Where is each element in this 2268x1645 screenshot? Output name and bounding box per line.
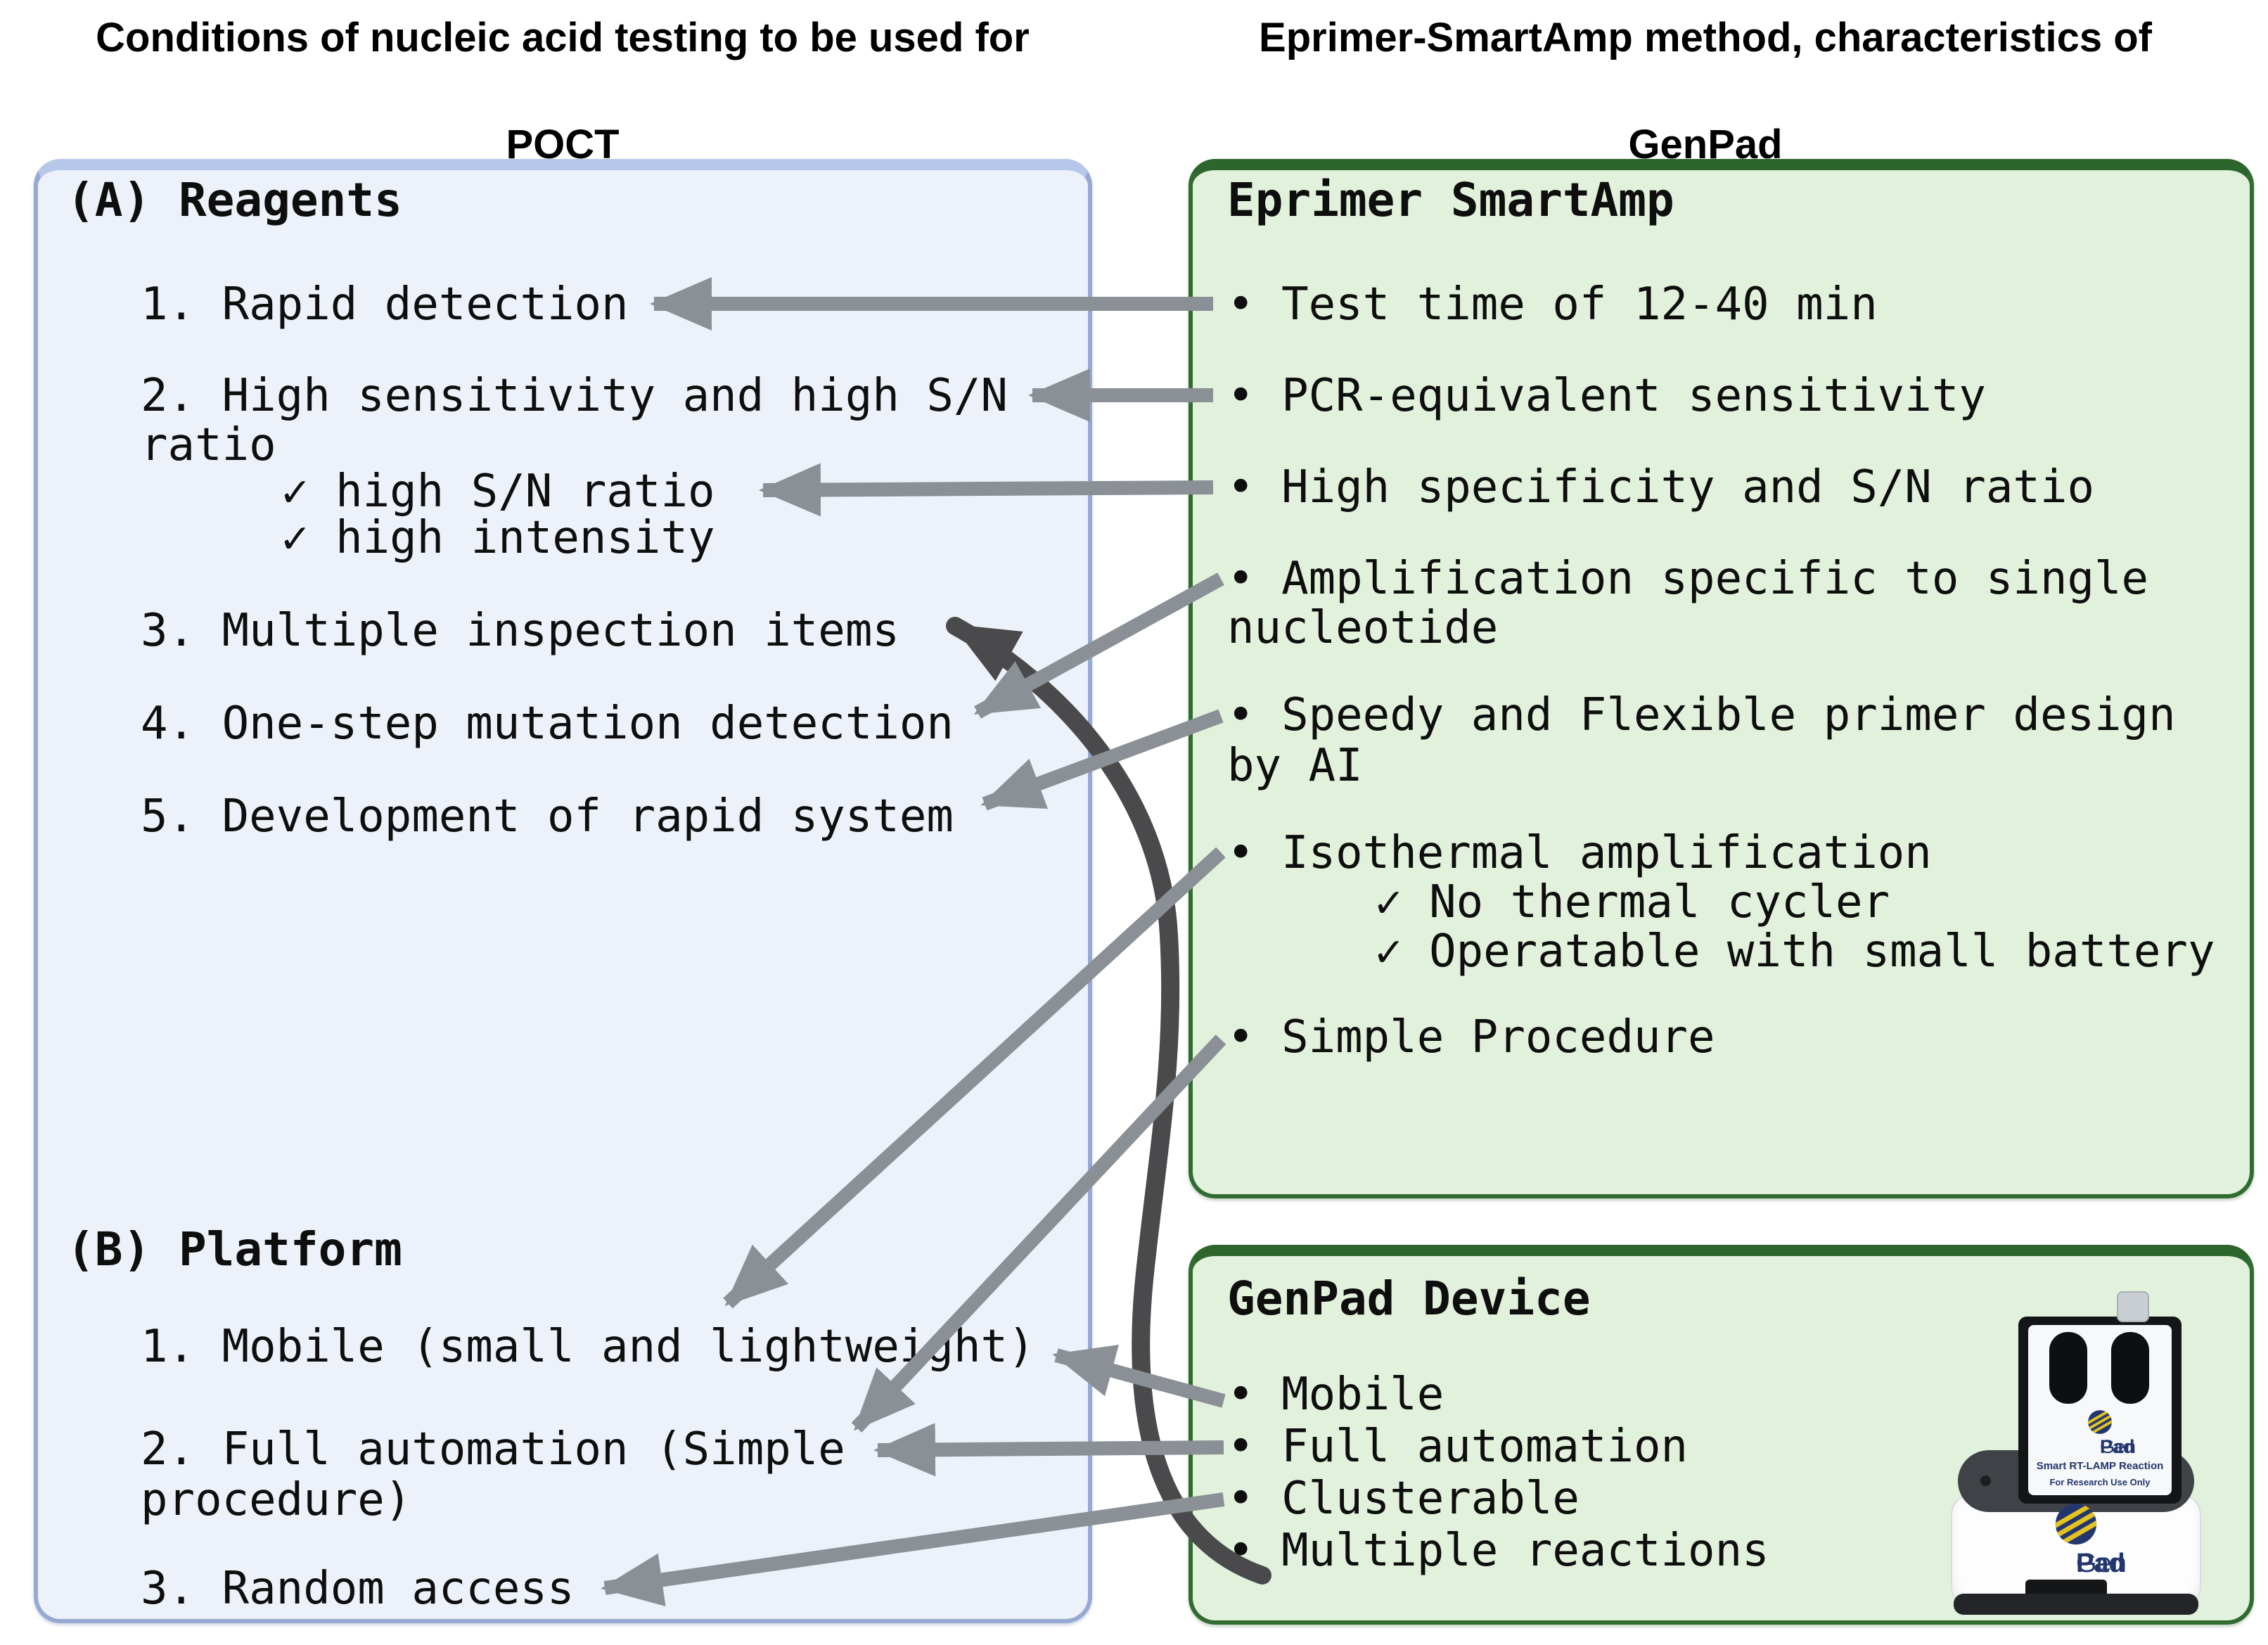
cartridge-line-reaction: Smart RT-LAMP Reaction: [2036, 1460, 2164, 1472]
device-brand-gen: Gen: [2076, 1549, 2127, 1578]
right-title: Eprimer-SmartAmp method, characteristics…: [1143, 11, 2268, 172]
genpad-logo-icon: [2087, 1409, 2113, 1435]
device-screw-left: [1980, 1476, 1991, 1486]
item-high-sensitivity: 2. High sensitivity and high S/N: [141, 370, 1008, 422]
cartridge-brand-pad: Pad: [2100, 1436, 2135, 1457]
bullet-primer-design-wrap: by AI: [1227, 740, 1363, 792]
check-small-battery: ✓ Operatable with small battery: [1375, 926, 2215, 978]
bullet-amplification: • Amplification specific to single: [1227, 553, 2149, 605]
item-rapid-detection: 1. Rapid detection: [141, 279, 629, 331]
bullet-simple-procedure: • Simple Procedure: [1227, 1011, 1715, 1063]
platform-heading: (B) Platform: [67, 1222, 402, 1276]
bullet-multiple-reactions: • Multiple reactions: [1227, 1525, 1769, 1577]
item-rapid-system: 5. Development of rapid system: [141, 791, 954, 843]
cartridge-well-right: [2111, 1332, 2149, 1404]
cartridge-brand-gen: Gen: [2100, 1436, 2136, 1457]
device-brand-pad: Pad: [2076, 1549, 2125, 1578]
bullet-test-time: • Test time of 12-40 min: [1227, 279, 1878, 331]
bullet-primer-design: • Speedy and Flexible primer design: [1227, 689, 2176, 741]
cartridge-cap: [2117, 1291, 2149, 1322]
cartridge-well-left: [2049, 1332, 2087, 1404]
genpad-heading: GenPad Device: [1227, 1272, 1591, 1326]
check-high-intensity: ✓ high intensity: [281, 512, 715, 564]
item-mobile-small: 1. Mobile (small and lightweight): [141, 1321, 1035, 1373]
item-high-sensitivity-wrap: ratio: [141, 419, 276, 471]
smartamp-heading: Eprimer SmartAmp: [1227, 173, 1674, 227]
eprimer-smartamp-panel: [1189, 159, 2254, 1198]
bullet-pcr-sensitivity: • PCR-equivalent sensitivity: [1227, 370, 1986, 422]
bullet-mobile: • Mobile: [1227, 1369, 1444, 1421]
item-random-access: 3. Random access: [141, 1563, 575, 1615]
bullet-high-specificity: • High specificity and S/N ratio: [1227, 461, 2094, 513]
bullet-amplification-wrap: nucleotide: [1227, 602, 1499, 654]
left-title: Conditions of nucleic acid testing to be…: [0, 11, 1125, 172]
item-multiple-inspection: 3. Multiple inspection items: [141, 605, 899, 657]
cartridge-line-research: For Research Use Only: [2049, 1477, 2151, 1487]
check-high-sn-ratio: ✓ high S/N ratio: [281, 466, 715, 518]
bullet-clusterable: • Clusterable: [1227, 1473, 1580, 1525]
right-title-line1: Eprimer-SmartAmp method, characteristics…: [1259, 15, 2152, 60]
check-no-thermal-cycler: ✓ No thermal cycler: [1375, 876, 1890, 928]
reagents-heading: (A) Reagents: [67, 173, 402, 227]
item-one-step-mutation: 4. One-step mutation detection: [141, 698, 954, 750]
left-title-line1: Conditions of nucleic acid testing to be…: [96, 15, 1030, 60]
genpad-logo-icon: [2054, 1502, 2098, 1546]
device-base: [1954, 1594, 2198, 1615]
item-full-automation: 2. Full automation (Simple: [141, 1423, 845, 1476]
bullet-full-automation: • Full automation: [1227, 1421, 1689, 1473]
item-full-automation-wrap: procedure): [141, 1474, 412, 1526]
bullet-isothermal: • Isothermal amplification: [1227, 827, 1932, 879]
